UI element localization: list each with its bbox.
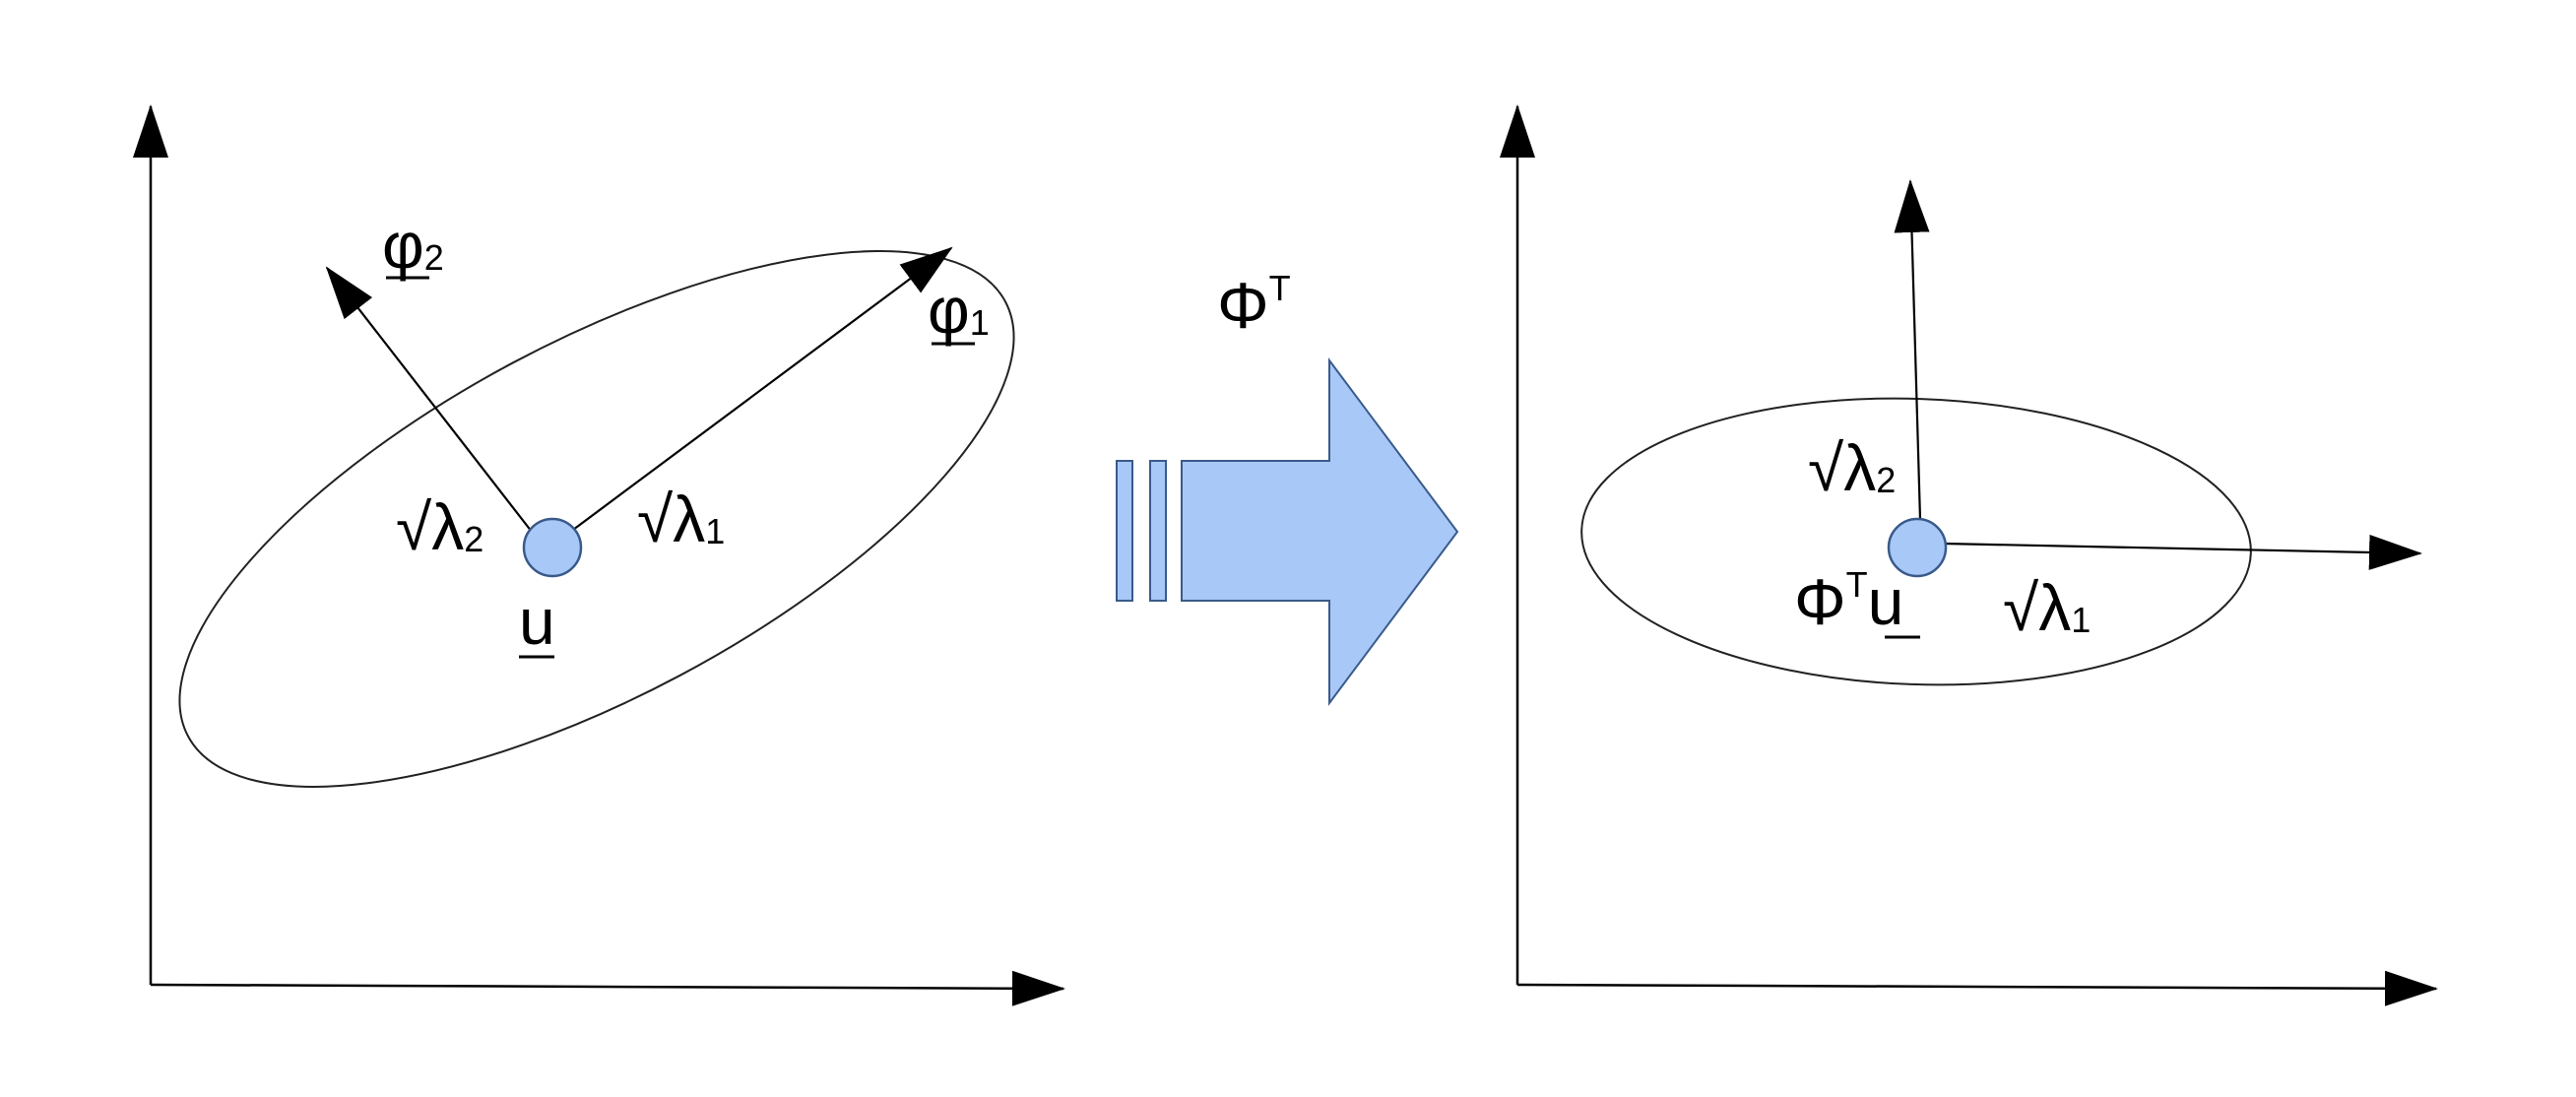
right-covariance-ellipse bbox=[1580, 397, 2252, 686]
left-covariance-ellipse bbox=[178, 250, 1015, 788]
left-eigenvector-phi1 bbox=[572, 246, 953, 531]
right-sqrt-lambda1-base: √λ bbox=[2003, 571, 2071, 644]
left-phi1-base: φ bbox=[928, 274, 970, 347]
left-phi1-sub: 1 bbox=[970, 302, 990, 343]
right-eigenvector-horizontal bbox=[1943, 534, 2422, 570]
transform-label: ΦT bbox=[1217, 268, 1291, 342]
left-sqrt-lambda1-sub: 1 bbox=[705, 511, 725, 551]
left-sqrt-lambda1-label: √λ1 bbox=[637, 483, 725, 555]
right-mean-sup: T bbox=[1846, 564, 1868, 605]
left-eigenvector-phi2 bbox=[325, 266, 533, 533]
right-sqrt-lambda2-sub: 2 bbox=[1876, 460, 1896, 500]
right-panel: √λ2 √λ1 ΦTu bbox=[1500, 104, 2438, 1006]
right-sqrt-lambda2-label: √λ2 bbox=[1808, 431, 1896, 504]
right-sqrt-lambda1-sub: 1 bbox=[2071, 600, 2091, 640]
transform-label-base: Φ bbox=[1217, 269, 1269, 342]
left-phi1-label: φ1 bbox=[928, 274, 990, 347]
left-phi2-sub: 2 bbox=[424, 237, 444, 278]
transform-arrow-body bbox=[1181, 356, 1459, 707]
left-phi2-base: φ bbox=[382, 209, 424, 282]
transform-arrow-group: ΦT bbox=[1116, 268, 1459, 707]
left-sqrt-lambda2-label: √λ2 bbox=[396, 490, 483, 563]
left-sqrt-lambda2-sub: 2 bbox=[464, 519, 483, 559]
transform-label-sup: T bbox=[1269, 268, 1291, 308]
right-eigenvector-vertical bbox=[1894, 179, 1930, 521]
right-mean-point bbox=[1887, 517, 1948, 578]
right-x-axis bbox=[1516, 970, 2438, 1006]
left-sqrt-lambda1-base: √λ bbox=[637, 483, 705, 555]
left-mean-label: u bbox=[519, 585, 555, 658]
right-mean-label: ΦTu bbox=[1794, 564, 1903, 638]
right-sqrt-lambda2-base: √λ bbox=[1808, 431, 1876, 504]
transform-arrow-stripe-1 bbox=[1116, 460, 1133, 602]
left-mean-point bbox=[522, 517, 583, 578]
right-sqrt-lambda1-label: √λ1 bbox=[2003, 571, 2091, 644]
right-mean-base: Φ bbox=[1794, 565, 1846, 638]
left-phi2-label: φ2 bbox=[382, 209, 444, 282]
left-panel: φ2 φ1 √λ2 √λ1 u bbox=[133, 104, 1065, 1006]
transform-arrow-stripe-2 bbox=[1149, 460, 1167, 602]
left-x-axis bbox=[150, 970, 1065, 1006]
left-sqrt-lambda2-base: √λ bbox=[396, 490, 464, 563]
right-mean-vec: u bbox=[1868, 565, 1904, 638]
